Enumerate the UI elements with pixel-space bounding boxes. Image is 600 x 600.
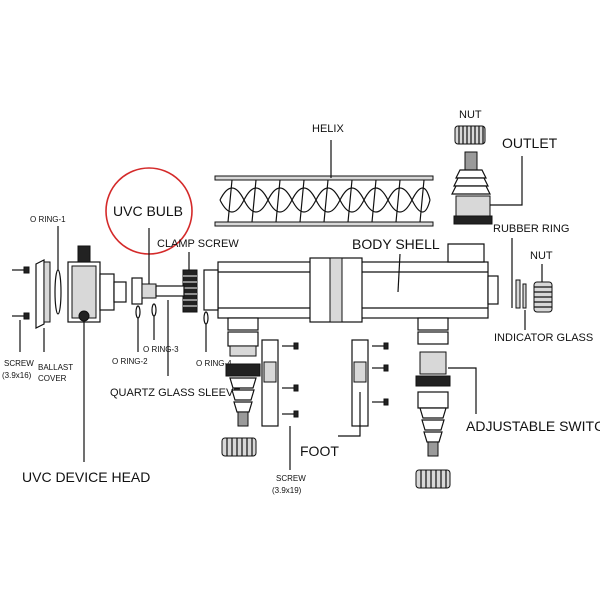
inlet-right-nut (415, 469, 451, 489)
o-ring-1-label: O RING-1 (30, 215, 66, 224)
body-shell-label: BODY SHELL (352, 236, 440, 252)
inlet-left-nut (221, 437, 257, 457)
rubber-ring-label: RUBBER RING (493, 223, 569, 235)
screw-left-label: SCREW (4, 359, 34, 368)
adjustable-switch-part (415, 331, 451, 457)
indicator-glass-label: INDICATOR GLASS (494, 332, 593, 344)
o-ring-2-part (135, 305, 141, 319)
adjustable-switch-leader (448, 367, 477, 414)
outlet-fitting (451, 151, 493, 225)
uvc-device-head-label: UVC DEVICE HEAD (22, 469, 150, 485)
nut-top-label: NUT (459, 109, 482, 121)
o-ring-3-label: O RING-3 (143, 345, 179, 354)
foot-right (351, 339, 389, 427)
foot-label: FOOT (300, 443, 339, 459)
rubber-ring-part (515, 279, 521, 309)
o-ring-3-part (151, 303, 157, 317)
screw-left-top (12, 266, 30, 274)
helix-part (214, 175, 434, 227)
nut-right-label: NUT (530, 250, 553, 262)
ballast-cover-part (35, 259, 51, 329)
screw-bottom-label: SCREW (276, 474, 306, 483)
outlet-nut-top (454, 125, 486, 145)
body-shell-leader (397, 253, 401, 293)
foot-left (261, 339, 299, 427)
outlet-label: OUTLET (502, 135, 558, 151)
adjustable-switch-label: ADJUSTABLE SWITCH (466, 418, 600, 434)
screw-left-bottom (12, 312, 30, 320)
uvc-device-head-part (67, 245, 127, 323)
o-ring-4-label: O RING-4 (196, 359, 232, 368)
quartz-glass-sleeve-part (155, 285, 185, 297)
nut-right-part (533, 281, 553, 313)
screw-left-size: (3.9x16) (2, 371, 32, 380)
inlet-left-fitting (225, 331, 261, 427)
quartz-glass-sleeve-label: QUARTZ GLASS SLEEVE (110, 387, 241, 399)
o-ring-4-part (203, 311, 209, 325)
outlet-leader (490, 156, 523, 206)
screw-bottom-size: (3.9x19) (272, 486, 302, 495)
foot-leader (338, 392, 361, 437)
helix-label: HELIX (312, 123, 344, 135)
indicator-glass-part (522, 283, 527, 309)
clamp-screw-label: CLAMP SCREW (157, 238, 239, 250)
ballast-label: BALLAST (38, 363, 73, 372)
body-shell-part (203, 243, 499, 331)
clamp-screw-part (182, 269, 198, 313)
o-ring-1-part (54, 269, 62, 315)
o-ring-2-label: O RING-2 (112, 357, 148, 366)
uvc-bulb-label: UVC BULB (113, 203, 183, 219)
cover-label: COVER (38, 374, 67, 383)
uv-bulb-part (131, 277, 157, 305)
